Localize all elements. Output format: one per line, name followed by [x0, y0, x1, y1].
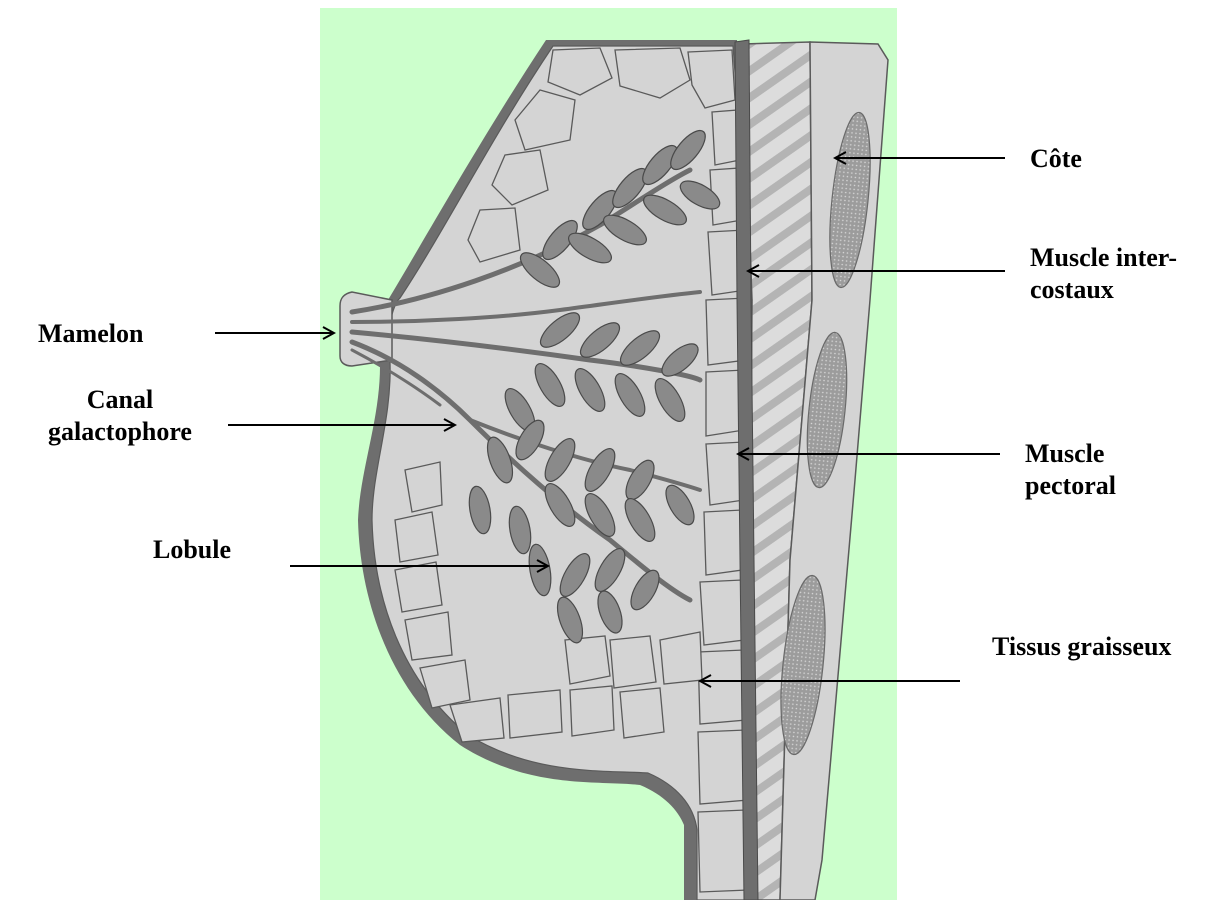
label-muscle-inter-line1: Muscle inter-: [1030, 242, 1177, 274]
label-cote: Côte: [1030, 143, 1082, 175]
label-mamelon: Mamelon: [38, 318, 143, 350]
label-muscle-pectoral-line2: pectoral: [1025, 470, 1116, 502]
label-canal-galactophore: Canal galactophore: [20, 384, 220, 448]
label-canal-line2: galactophore: [20, 416, 220, 448]
label-canal-line1: Canal: [20, 384, 220, 416]
label-tissus-graisseux: Tissus graisseux: [992, 631, 1171, 663]
label-lobule: Lobule: [153, 534, 231, 566]
label-muscle-intercostaux: Muscle inter- costaux: [1030, 242, 1177, 306]
label-muscle-pectoral: Muscle pectoral: [1025, 438, 1116, 502]
label-muscle-pectoral-line1: Muscle: [1025, 438, 1116, 470]
label-muscle-inter-line2: costaux: [1030, 274, 1177, 306]
